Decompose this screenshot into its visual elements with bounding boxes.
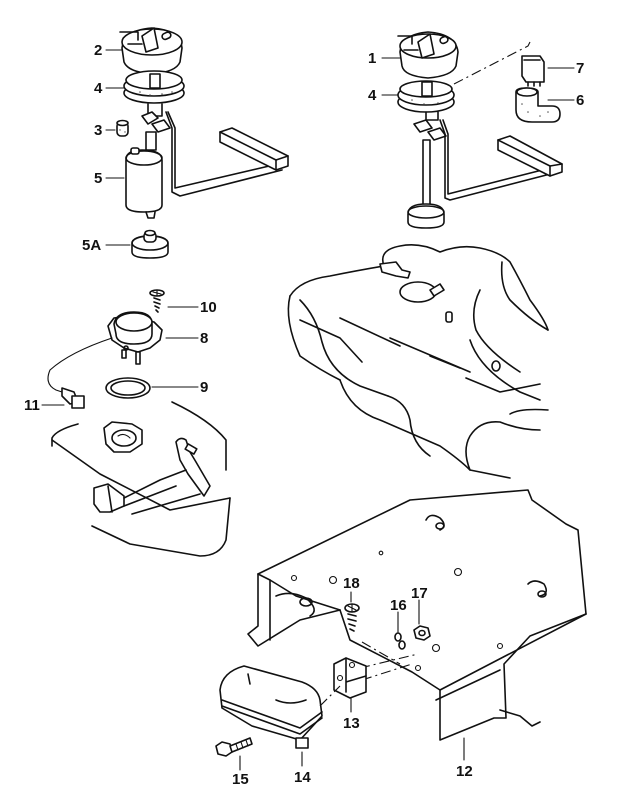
part-16-washer[interactable] bbox=[394, 632, 406, 650]
part-4-seal-right[interactable] bbox=[397, 80, 455, 113]
callout-4-left[interactable]: 4 bbox=[94, 80, 103, 97]
callout-5[interactable]: 5 bbox=[94, 170, 102, 187]
callout-12[interactable]: 12 bbox=[456, 763, 473, 780]
callout-18[interactable]: 18 bbox=[343, 575, 360, 592]
part-12-mounting-plate[interactable] bbox=[247, 489, 587, 741]
fuel-tank bbox=[287, 244, 549, 479]
part-15-bolt[interactable] bbox=[215, 737, 253, 757]
callout-9[interactable]: 9 bbox=[200, 379, 208, 396]
callout-5A[interactable]: 5A bbox=[82, 237, 101, 254]
part-13-bracket[interactable] bbox=[333, 657, 367, 699]
callout-7[interactable]: 7 bbox=[576, 60, 584, 77]
expansion-tank bbox=[51, 401, 231, 557]
fuel-pump-assembly-right bbox=[397, 31, 563, 229]
part-5A-pump-holder[interactable] bbox=[131, 229, 169, 259]
fastener-leader-lines bbox=[359, 641, 419, 681]
callout-11[interactable]: 11 bbox=[24, 397, 40, 414]
part-8-sender[interactable] bbox=[107, 311, 163, 365]
callout-15[interactable]: 15 bbox=[232, 771, 249, 788]
callout-2[interactable]: 2 bbox=[94, 42, 102, 59]
part-6-hose[interactable] bbox=[515, 87, 561, 123]
assembly-leader-line bbox=[453, 41, 531, 85]
callout-1[interactable]: 1 bbox=[368, 50, 376, 67]
part-7-connector[interactable] bbox=[521, 55, 545, 87]
sender-unit-group bbox=[47, 289, 231, 557]
callout-17[interactable]: 17 bbox=[411, 585, 428, 602]
callout-6[interactable]: 6 bbox=[576, 92, 584, 109]
part-9-gasket[interactable] bbox=[105, 377, 151, 399]
callout-3[interactable]: 3 bbox=[94, 122, 102, 139]
callout-14[interactable]: 14 bbox=[294, 769, 311, 786]
part-18-screw[interactable] bbox=[344, 603, 360, 632]
callout-4-right[interactable]: 4 bbox=[368, 87, 377, 104]
fuel-pump-assembly-left bbox=[116, 27, 289, 259]
part-14-control-unit[interactable] bbox=[219, 665, 341, 749]
part-5-fuel-pump[interactable] bbox=[125, 131, 163, 219]
part-1-flange[interactable] bbox=[397, 31, 459, 79]
callout-10[interactable]: 10 bbox=[200, 299, 217, 316]
part-10-screw[interactable] bbox=[149, 289, 165, 313]
fuel-level-sender-left bbox=[141, 103, 289, 197]
callout-16[interactable]: 16 bbox=[390, 597, 407, 614]
callout-labels: 1 2 3 4 4 5 5A 6 7 8 9 10 11 12 13 14 15… bbox=[24, 42, 584, 788]
callout-leaders bbox=[41, 49, 575, 771]
part-17-nut[interactable] bbox=[413, 625, 431, 641]
part-4-seal-left[interactable] bbox=[123, 70, 185, 104]
part-11-wire-connector[interactable] bbox=[47, 337, 113, 409]
part-2-flange[interactable] bbox=[119, 27, 183, 75]
callout-13[interactable]: 13 bbox=[343, 715, 360, 732]
part-3-filter[interactable] bbox=[116, 119, 129, 137]
callout-8[interactable]: 8 bbox=[200, 330, 208, 347]
fuel-level-sender-right bbox=[407, 111, 563, 229]
